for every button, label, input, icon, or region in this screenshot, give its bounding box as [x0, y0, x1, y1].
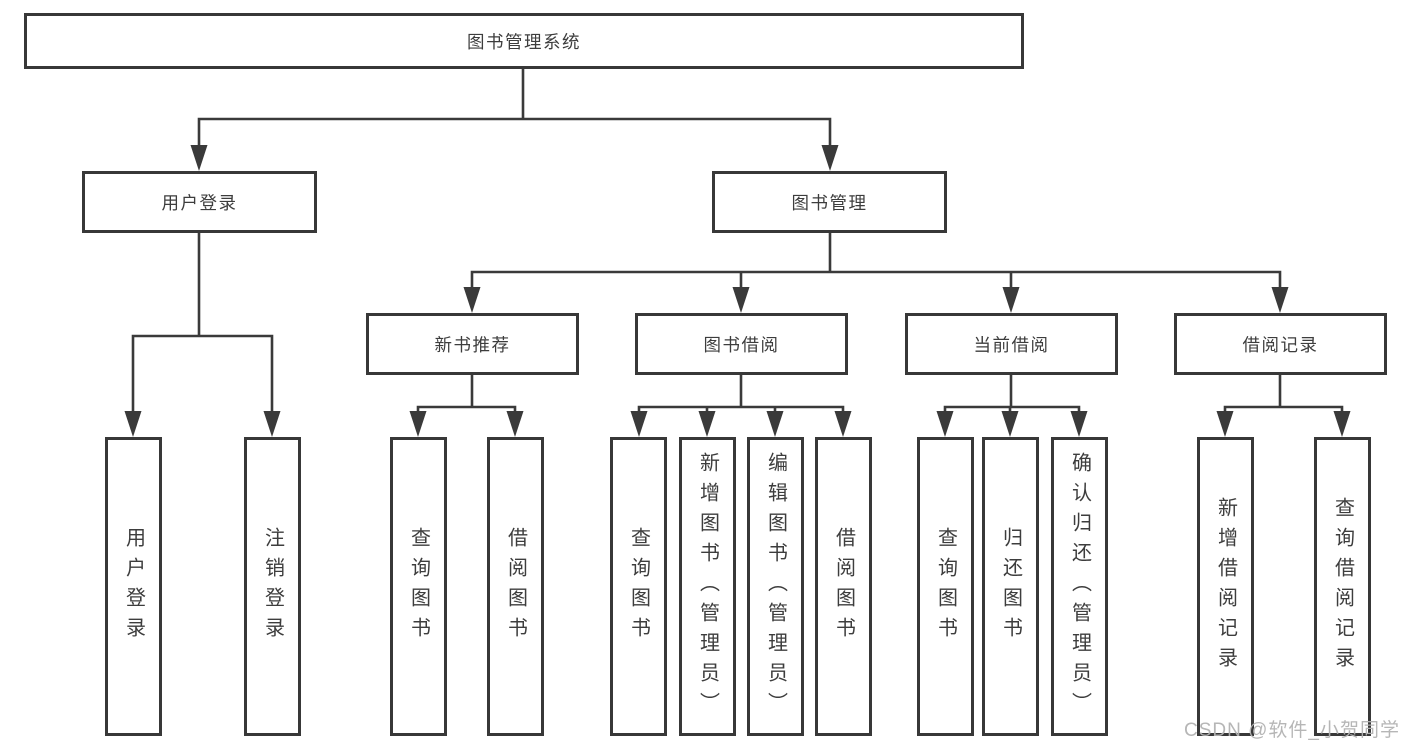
- leaf-record-query-borrow-record: 查询借阅记录: [1314, 437, 1371, 736]
- leaf-current-return-books: 归还图书: [982, 437, 1039, 736]
- arrow-down-icon: [1002, 287, 1020, 313]
- leaf-current-query-books: 查询图书: [917, 437, 974, 736]
- arrow-down-icon: [766, 411, 784, 437]
- node-root: 图书管理系统: [24, 13, 1024, 69]
- node-book-borrow-label: 图书借阅: [703, 334, 780, 355]
- leaf-current-return-books-label: 归还图书: [999, 526, 1022, 647]
- node-book-borrow: 图书借阅: [635, 313, 848, 375]
- connector-recommend-to-leaves: [416, 373, 517, 420]
- arrow-down-icon: [463, 287, 481, 313]
- connector-bookmgmt-to-level3: [470, 231, 1282, 295]
- connector-borrow-to-leaves: [637, 373, 845, 420]
- leaf-recommend-borrow-books: 借阅图书: [487, 437, 544, 736]
- leaf-logout: 注销登录: [244, 437, 301, 736]
- leaf-record-add-borrow-record-label: 新增借阅记录: [1214, 496, 1237, 677]
- leaf-borrow-add-books-admin-label: 新增图书（管理员）: [696, 451, 719, 722]
- arrow-down-icon: [409, 411, 427, 437]
- leaf-borrow-edit-books-admin: 编辑图书（管理员）: [747, 437, 804, 736]
- leaf-logout-label: 注销登录: [261, 526, 284, 647]
- leaf-borrow-borrow-books: 借阅图书: [815, 437, 872, 736]
- leaf-record-query-borrow-record-label: 查询借阅记录: [1331, 496, 1354, 677]
- connector-userlogin-to-leaves: [131, 231, 274, 419]
- node-current-borrow: 当前借阅: [905, 313, 1118, 375]
- arrow-down-icon: [190, 145, 208, 171]
- arrow-down-icon: [834, 411, 852, 437]
- leaf-borrow-query-books: 查询图书: [610, 437, 667, 736]
- node-borrow-record-label: 借阅记录: [1242, 334, 1319, 355]
- leaf-borrow-borrow-books-label: 借阅图书: [832, 526, 855, 647]
- leaf-recommend-query-books-label: 查询图书: [407, 526, 430, 647]
- node-book-management: 图书管理: [712, 171, 947, 233]
- arrow-down-icon: [1070, 411, 1088, 437]
- leaf-recommend-borrow-books-label: 借阅图书: [504, 526, 527, 647]
- arrow-down-icon: [263, 411, 281, 437]
- node-book-management-label: 图书管理: [791, 192, 868, 213]
- leaf-current-query-books-label: 查询图书: [934, 526, 957, 647]
- node-root-label: 图书管理系统: [467, 31, 581, 52]
- arrow-down-icon: [1271, 287, 1289, 313]
- leaf-user-login-label: 用户登录: [122, 526, 145, 647]
- arrow-down-icon: [821, 145, 839, 171]
- arrow-down-icon: [732, 287, 750, 313]
- leaf-borrow-edit-books-admin-label: 编辑图书（管理员）: [764, 451, 787, 722]
- arrow-down-icon: [1001, 411, 1019, 437]
- csdn-watermark: CSDN @软件_小贺同学: [1184, 720, 1400, 741]
- node-user-login: 用户登录: [82, 171, 317, 233]
- node-user-login-label: 用户登录: [161, 192, 238, 213]
- arrow-down-icon: [630, 411, 648, 437]
- leaf-borrow-add-books-admin: 新增图书（管理员）: [679, 437, 736, 736]
- leaf-current-confirm-return-admin: 确认归还（管理员）: [1051, 437, 1108, 736]
- arrow-down-icon: [506, 411, 524, 437]
- node-current-borrow-label: 当前借阅: [973, 334, 1050, 355]
- arrow-down-icon: [936, 411, 954, 437]
- arrow-down-icon: [1333, 411, 1351, 437]
- leaf-current-confirm-return-admin-label: 确认归还（管理员）: [1068, 451, 1091, 722]
- node-borrow-record: 借阅记录: [1174, 313, 1387, 375]
- arrow-down-icon: [1216, 411, 1234, 437]
- connector-root-to-level2: [197, 67, 832, 152]
- leaf-borrow-query-books-label: 查询图书: [627, 526, 650, 647]
- leaf-record-add-borrow-record: 新增借阅记录: [1197, 437, 1254, 736]
- connector-records-to-leaves: [1223, 373, 1344, 420]
- arrowheads: [124, 145, 1351, 437]
- node-new-book-recommend: 新书推荐: [366, 313, 579, 375]
- node-new-book-recommend-label: 新书推荐: [434, 334, 511, 355]
- arrow-down-icon: [124, 411, 142, 437]
- leaf-recommend-query-books: 查询图书: [390, 437, 447, 736]
- arrow-down-icon: [698, 411, 716, 437]
- leaf-user-login: 用户登录: [105, 437, 162, 736]
